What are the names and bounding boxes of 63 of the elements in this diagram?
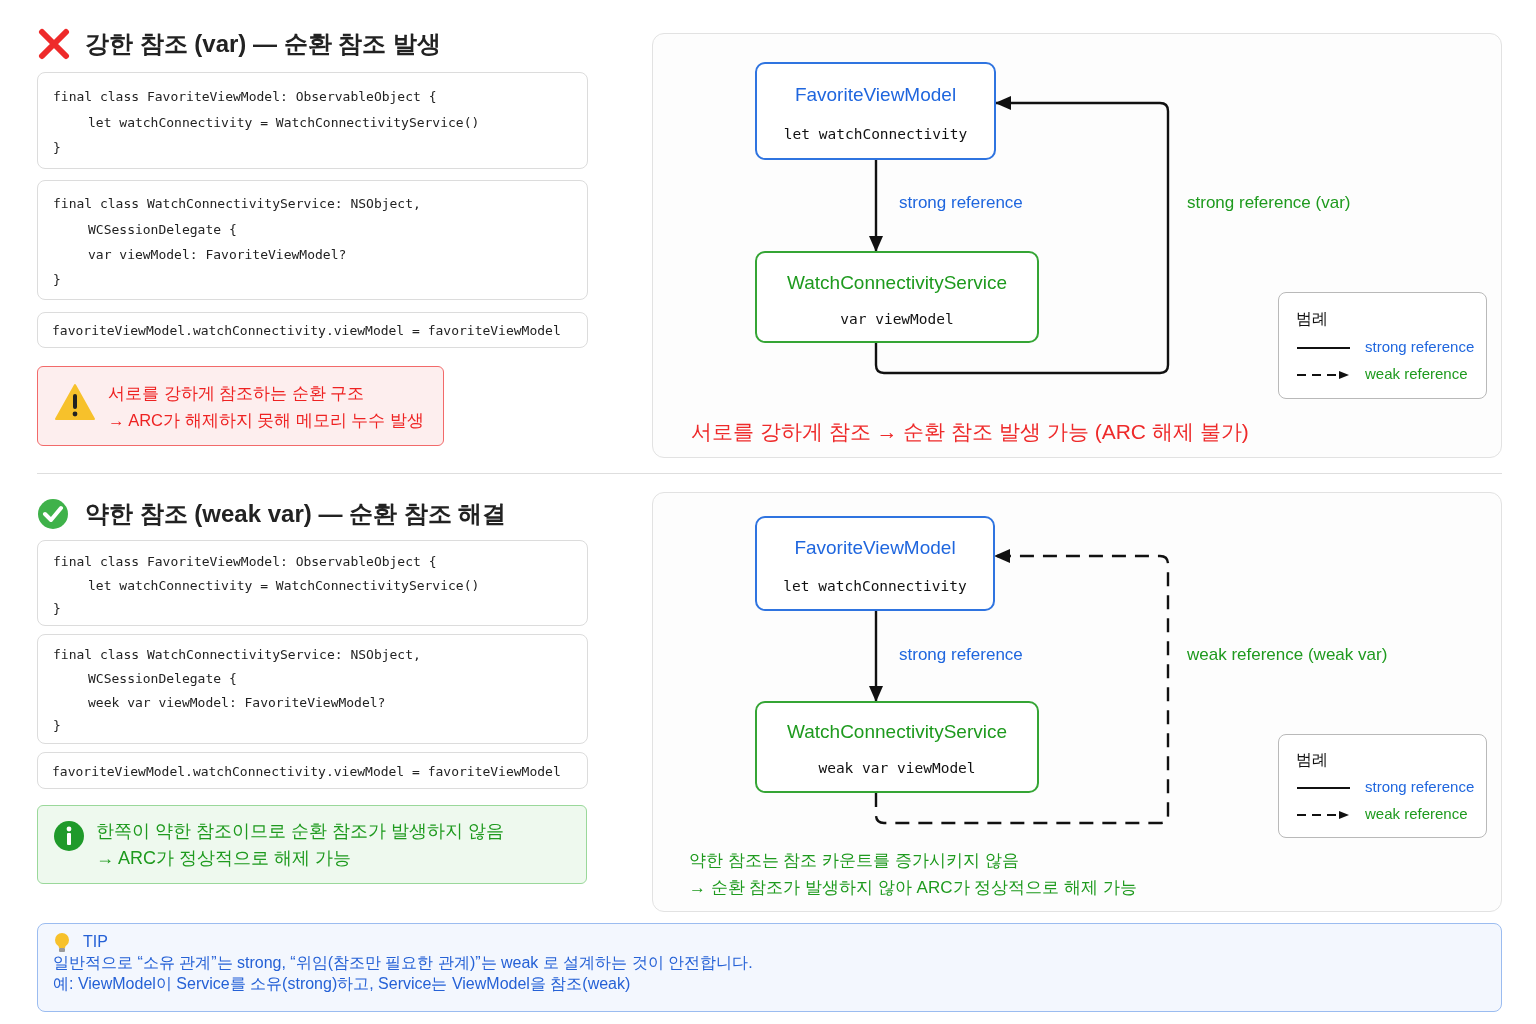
code-line: let watchConnectivity = WatchConnectivityService() bbox=[88, 114, 480, 132]
class-name: WatchConnectivityService bbox=[787, 720, 1007, 744]
code-box bbox=[37, 752, 588, 789]
arrow bbox=[869, 611, 883, 702]
property-code: weak var viewModel bbox=[818, 758, 976, 778]
class-name: FavoriteViewModel bbox=[794, 83, 957, 107]
property-code: var viewModel bbox=[840, 309, 954, 329]
section-heading: 강한 참조 (var) — 순환 참조 발생 bbox=[85, 29, 442, 59]
class-name: FavoriteViewModel bbox=[794, 536, 956, 560]
code-box bbox=[37, 180, 588, 300]
arrow bbox=[874, 96, 1170, 375]
code-line: final class FavoriteViewModel: ObservableObject { bbox=[53, 88, 437, 106]
section-heading: 약한 참조 (weak var) — 순환 참조 해결 bbox=[85, 499, 507, 529]
code-box bbox=[37, 72, 588, 169]
warning-text: 서로를 강하게 참조하는 순환 구조 bbox=[108, 382, 365, 404]
code-box bbox=[37, 312, 588, 348]
legend-box bbox=[1278, 292, 1487, 399]
code-line: } bbox=[53, 139, 61, 157]
class-name: WatchConnectivityService bbox=[787, 271, 1007, 295]
info-box bbox=[37, 805, 587, 884]
arrow bbox=[869, 160, 883, 252]
tip-text: 일반적으로 “소유 관계”는 strong, “위임(참조만 필요한 관계)”는 weak 로 설계하는 것이 안전합니다. bbox=[53, 953, 753, 973]
class-box bbox=[755, 516, 995, 611]
code-line: final class WatchConnectivityService: NSObject, bbox=[53, 646, 421, 664]
code-line: week var viewModel: FavoriteViewModel? bbox=[88, 694, 386, 712]
code-box bbox=[37, 540, 588, 626]
info-text: 한쪽이 약한 참조이므로 순환 참조가 발생하지 않음 bbox=[96, 819, 504, 843]
legend-box bbox=[1278, 734, 1487, 838]
property-code: let watchConnectivity bbox=[783, 576, 967, 596]
arrow bbox=[874, 549, 1170, 825]
legend-title: 범례 bbox=[1296, 750, 1328, 770]
class-box bbox=[755, 701, 1039, 793]
code-line: } bbox=[53, 271, 61, 289]
class-box bbox=[755, 251, 1039, 343]
tip-box bbox=[37, 923, 1502, 1012]
diagram-panel bbox=[652, 33, 1502, 458]
code-line: favoriteViewModel.watchConnectivity.viewModel = favoriteViewModel bbox=[52, 322, 561, 340]
code-box bbox=[37, 634, 588, 744]
legend-title: 범례 bbox=[1296, 309, 1328, 329]
code-line: var viewModel: FavoriteViewModel? bbox=[88, 246, 347, 264]
class-box bbox=[755, 62, 996, 160]
tip-text: 예: ViewModel이 Service를 소유(strong)하고, Service는 ViewModel을 참조(weak) bbox=[53, 974, 631, 994]
diagram-panel bbox=[652, 492, 1502, 912]
code-line: favoriteViewModel.watchConnectivity.viewModel = favoriteViewModel bbox=[52, 763, 561, 781]
property-code: let watchConnectivity bbox=[783, 124, 968, 144]
code-line: let watchConnectivity = WatchConnectivityService() bbox=[88, 577, 480, 595]
legend-text: weak reference bbox=[1365, 365, 1468, 384]
caption-text: 약한 참조는 참조 카운트를 증가시키지 않음 bbox=[689, 850, 1019, 872]
caption-text: → 순환 참조가 발생하지 않아 ARC가 정상적으로 해제 가능 bbox=[689, 877, 1137, 899]
legend-text: strong reference bbox=[1365, 338, 1475, 357]
code-line: WCSessionDelegate { bbox=[88, 670, 237, 688]
caption-text: 서로를 강하게 참조 → 순환 참조 발생 가능 (ARC 해제 불가) bbox=[691, 418, 1249, 445]
tip-heading: TIP bbox=[83, 932, 108, 952]
code-line: } bbox=[53, 600, 61, 618]
code-line: } bbox=[53, 717, 61, 735]
legend-text: strong reference bbox=[1365, 778, 1475, 797]
warning-box bbox=[37, 366, 444, 446]
code-line: final class FavoriteViewModel: ObservableObject { bbox=[53, 553, 437, 571]
warning-text: → ARC가 해제하지 못해 메모리 누수 발생 bbox=[108, 409, 424, 431]
code-line: final class WatchConnectivityService: NSObject, bbox=[53, 195, 421, 213]
info-text: → ARC가 정상적으로 해제 가능 bbox=[96, 846, 351, 870]
code-line: WCSessionDelegate { bbox=[88, 221, 237, 239]
legend-text: weak reference bbox=[1365, 805, 1468, 824]
